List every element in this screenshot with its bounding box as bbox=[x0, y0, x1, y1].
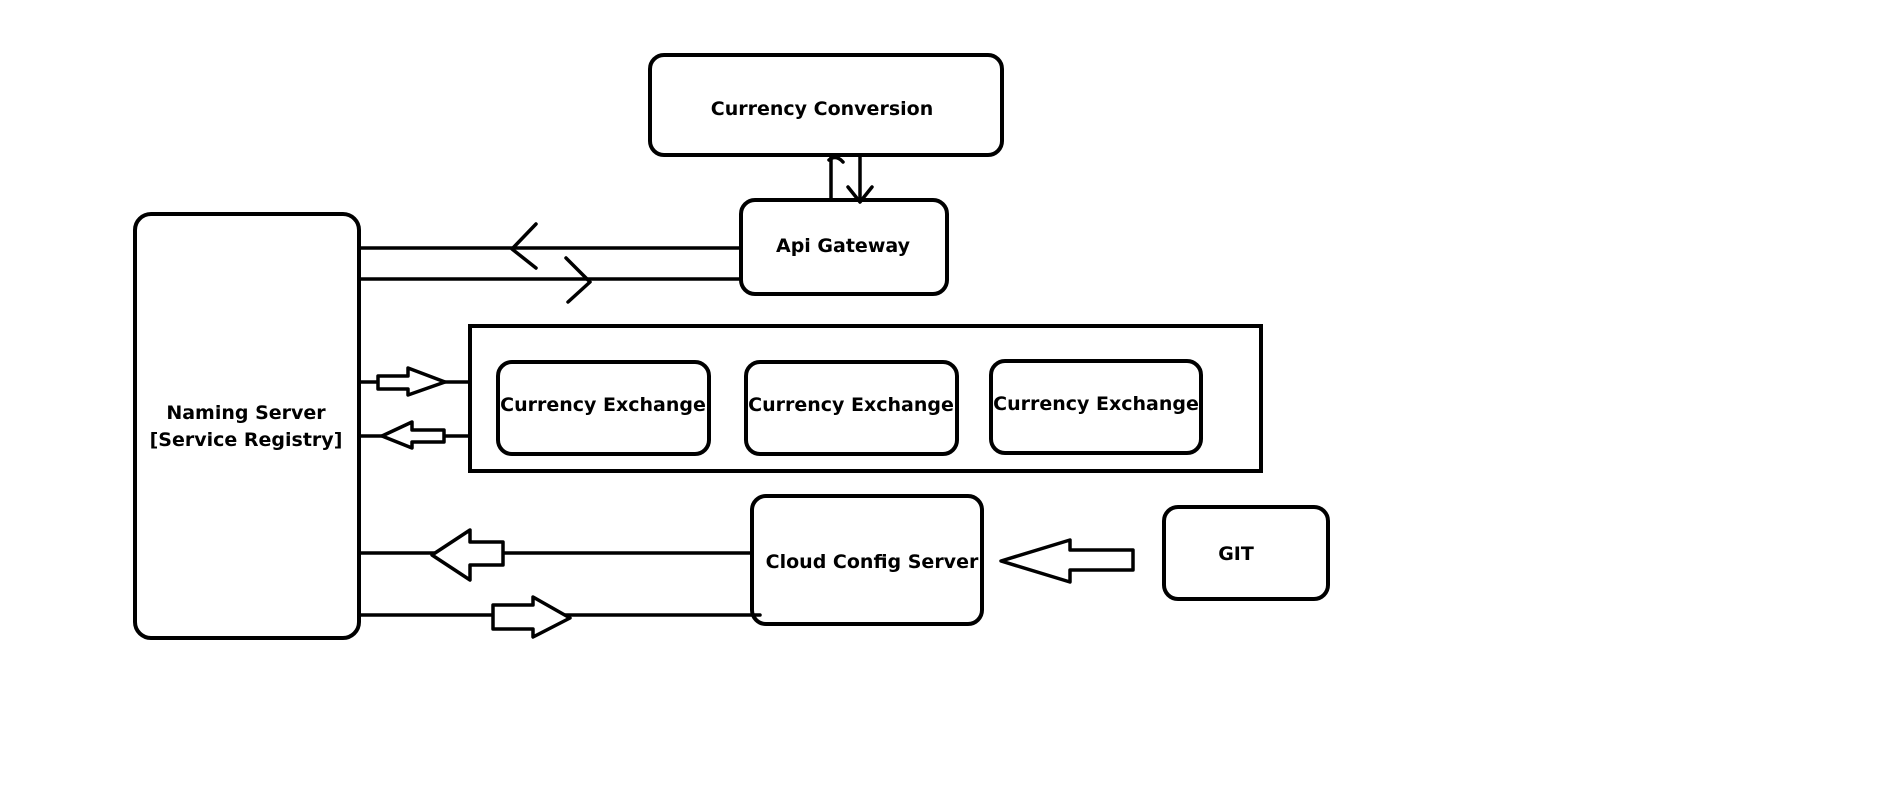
api-gateway-label: Api Gateway bbox=[776, 235, 911, 257]
git-label: GIT bbox=[1218, 543, 1254, 565]
naming-server-node: Naming Server [Service Registry] bbox=[133, 212, 361, 640]
cloud-config-server-label: Cloud Config Server bbox=[766, 551, 979, 573]
api-gateway-node: Api Gateway bbox=[739, 198, 949, 296]
currency-exchange-label-2: Currency Exchange bbox=[748, 394, 954, 416]
gateway-registry-connector bbox=[357, 222, 743, 304]
git-config-connector bbox=[999, 538, 1135, 584]
conversion-gateway-connector bbox=[827, 155, 874, 204]
naming-server-label: Naming Server bbox=[166, 402, 326, 424]
currency-exchange-node-1: Currency Exchange bbox=[496, 360, 711, 456]
currency-conversion-label: Currency Conversion bbox=[711, 98, 933, 120]
left-arrow-icon bbox=[999, 538, 1135, 584]
currency-conversion-node: Currency Conversion bbox=[648, 53, 1004, 157]
service-registry-label: [Service Registry] bbox=[150, 429, 343, 451]
currency-exchange-node-2: Currency Exchange bbox=[744, 360, 959, 456]
currency-exchange-label-3: Currency Exchange bbox=[993, 393, 1199, 415]
registry-config-connector bbox=[357, 528, 762, 639]
currency-exchange-group: Currency Exchange Currency Exchange Curr… bbox=[468, 324, 1263, 473]
cloud-config-server-node: Cloud Config Server bbox=[750, 494, 984, 626]
left-arrow-icon bbox=[380, 420, 446, 450]
right-arrow-icon bbox=[491, 595, 572, 639]
git-node: GIT bbox=[1162, 505, 1330, 601]
currency-exchange-label-1: Currency Exchange bbox=[500, 394, 706, 416]
registry-exchange-connector bbox=[357, 366, 472, 450]
left-arrow-icon bbox=[430, 528, 505, 582]
currency-exchange-node-3: Currency Exchange bbox=[989, 359, 1203, 455]
right-arrow-icon bbox=[376, 366, 447, 397]
